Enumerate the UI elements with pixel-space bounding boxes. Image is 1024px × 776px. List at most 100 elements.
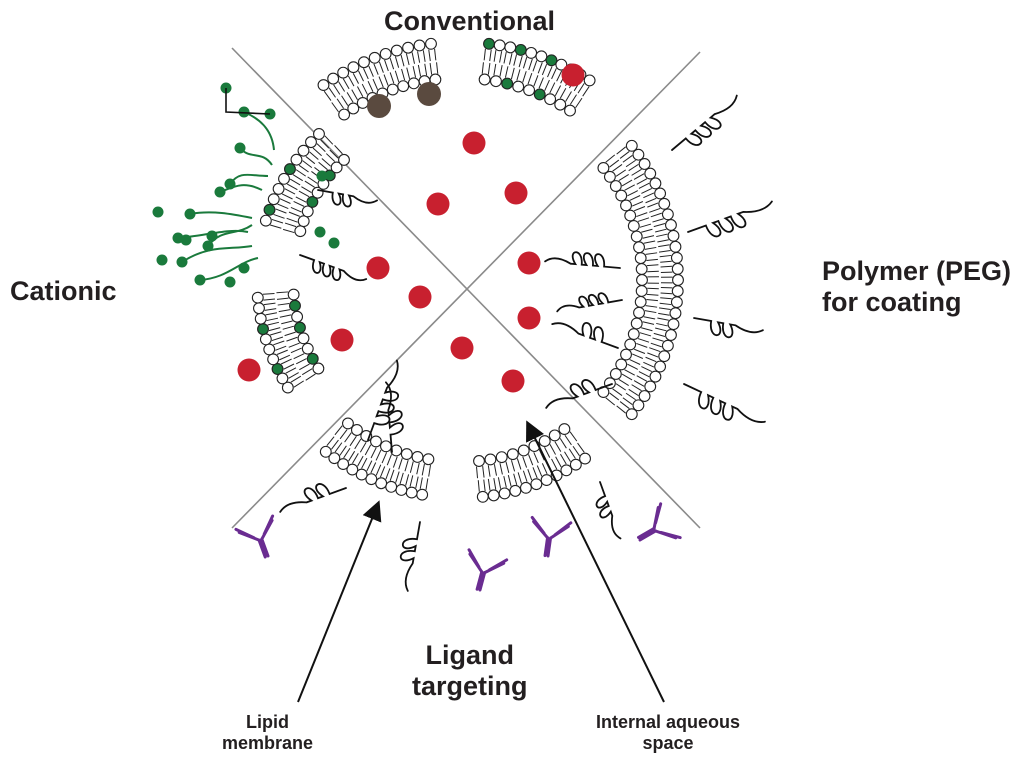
lipid-tail xyxy=(569,431,578,442)
lipid-head xyxy=(271,363,284,375)
lipid-head xyxy=(633,306,645,319)
lipid-head xyxy=(483,37,495,50)
cationic-lipid-chains xyxy=(152,82,340,288)
lipid-tail xyxy=(329,149,339,159)
lipid-tail xyxy=(559,438,567,449)
lipid-tail xyxy=(641,327,653,332)
lipid-tail xyxy=(428,49,431,62)
lipid-head xyxy=(489,75,502,88)
cationic-bead xyxy=(214,186,226,198)
lipid-tail xyxy=(605,397,616,406)
lipid-tail xyxy=(339,429,348,440)
lipid-tail xyxy=(264,308,277,311)
drug-molecule xyxy=(517,306,541,330)
lipid-tail xyxy=(627,363,639,370)
lipid-tail xyxy=(528,58,533,71)
lipid-head xyxy=(293,321,306,334)
lipid-tail xyxy=(295,169,307,177)
lipid-tail xyxy=(288,211,300,217)
drug-molecule xyxy=(426,192,450,216)
lipid-head xyxy=(301,205,314,218)
lipid-tail xyxy=(357,455,364,467)
lipid-tail xyxy=(493,478,497,490)
lipid-tail xyxy=(639,332,652,337)
lipid-tail xyxy=(270,224,282,229)
lipid-head xyxy=(390,444,403,457)
lipid-tail xyxy=(436,62,439,74)
lipid-head xyxy=(624,338,637,351)
lipid-head xyxy=(670,251,683,264)
lipid-tail xyxy=(659,254,672,258)
lipid-tail xyxy=(287,183,298,191)
lipid-head xyxy=(667,318,680,331)
lipid-tail xyxy=(660,297,672,300)
lipid-tail xyxy=(373,63,379,75)
lipid-tail xyxy=(645,252,658,255)
lipid-tail xyxy=(493,63,497,76)
lipid-head xyxy=(620,199,632,212)
divider-line xyxy=(231,47,701,529)
lipid-tail xyxy=(505,461,510,474)
lipid-head xyxy=(579,452,591,465)
lipid-tail xyxy=(633,173,645,180)
lipid-tail xyxy=(503,476,507,488)
lipid-tail xyxy=(631,168,642,176)
lipid-tail xyxy=(638,371,650,378)
lipid-tail xyxy=(641,228,653,233)
lipid-tail xyxy=(503,51,507,64)
lipid-tail xyxy=(288,342,300,348)
antibody-stem xyxy=(543,536,553,558)
lipid-tail xyxy=(286,336,298,342)
cationic-bead xyxy=(238,106,250,118)
lipid-tail xyxy=(616,405,627,414)
lipid-head xyxy=(658,197,671,210)
lipid-head xyxy=(627,328,640,340)
lipid-tail xyxy=(628,163,639,172)
lipid-head xyxy=(533,88,546,101)
lipid-tail xyxy=(370,447,377,459)
lipid-head xyxy=(624,209,637,222)
lipid-tail xyxy=(267,321,279,326)
lipid-tail xyxy=(307,176,318,184)
lipid-tail xyxy=(395,471,400,483)
lipid-tail xyxy=(348,450,356,462)
lipid-tail xyxy=(334,145,343,155)
lipid-head xyxy=(306,352,319,365)
lipid-head xyxy=(422,453,435,466)
lipid-head xyxy=(294,225,307,238)
lipid-head xyxy=(289,299,301,312)
lipid-tail xyxy=(378,61,384,73)
lipid-tail xyxy=(528,454,534,466)
neutral-lipid-blob xyxy=(367,94,391,118)
lipid-head xyxy=(545,54,558,67)
lipid-tail xyxy=(263,302,276,306)
quadrant-dividers xyxy=(231,47,701,529)
cationic-tether xyxy=(225,88,271,115)
label-lipid-membrane: Lipid membrane xyxy=(222,712,314,753)
drug-molecule xyxy=(330,328,354,352)
lipid-tail xyxy=(487,465,491,477)
peg-coil xyxy=(317,189,378,208)
lipid-tail xyxy=(657,239,669,243)
label-conventional: Conventional xyxy=(384,6,556,36)
lipid-head xyxy=(338,108,351,121)
lipid-tail xyxy=(541,63,548,76)
lipid-tail xyxy=(629,359,641,365)
cationic-bead xyxy=(316,170,328,182)
lipid-tail xyxy=(320,139,330,149)
lipid-tail xyxy=(572,445,580,457)
lipid-head xyxy=(649,177,662,190)
bilayer-ligand-right xyxy=(473,423,591,503)
lipid-tail xyxy=(647,202,659,208)
lipid-tail xyxy=(510,67,515,80)
lipid-head xyxy=(514,43,527,56)
label-ligand-targeting: Ligand targeting xyxy=(412,640,528,702)
divider-line xyxy=(231,51,701,529)
lipid-tail xyxy=(477,480,480,492)
lipid-tail xyxy=(564,451,571,462)
lipid-tail xyxy=(281,320,293,325)
lipid-tail xyxy=(331,439,339,450)
lipid-tail xyxy=(609,159,620,168)
lipid-tail xyxy=(268,327,281,332)
lipid-tail xyxy=(400,54,405,67)
